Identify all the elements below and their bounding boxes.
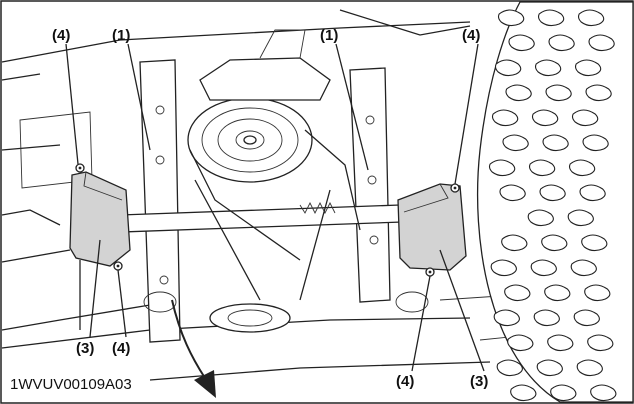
rear-tire — [476, 1, 634, 403]
tire-tread-lug — [497, 9, 525, 27]
leader-lines — [65, 43, 485, 372]
tire-tread-lug — [533, 309, 560, 327]
tire-tread-lug — [504, 284, 531, 302]
lower-pulley — [209, 303, 291, 333]
link-rod-right — [299, 189, 331, 301]
tire-tread-lug — [534, 59, 562, 77]
tire-tread-lug — [581, 234, 608, 252]
callout-left-bottom-3: (3) — [76, 340, 94, 357]
tire-tread-lug — [493, 309, 520, 327]
image-code: 1WVUV00109A03 — [10, 376, 132, 393]
tire-tread-lug — [510, 384, 537, 402]
callout-right-bottom-3: (3) — [470, 373, 488, 390]
tire-tread-lug — [584, 284, 611, 302]
tire-tread-lug — [542, 134, 569, 152]
frame-rail-right — [349, 67, 391, 303]
tire-tread-lug — [539, 184, 566, 202]
tire-tread-lug — [537, 9, 565, 27]
callout-right-top-1: (1) — [320, 27, 338, 44]
tire-tread-lug — [528, 159, 556, 177]
tire-tread-lug — [573, 309, 600, 327]
tire-tread-lug — [536, 359, 563, 377]
bolt-right-top — [450, 183, 460, 193]
tire-tread-lug — [530, 259, 557, 277]
tire-tread-lug — [576, 359, 603, 377]
tire-tread-lug — [567, 209, 594, 227]
tire-tread-lug — [550, 384, 577, 402]
callout-right-bottom-4: (4) — [396, 373, 414, 390]
tire-tread-lug — [574, 59, 602, 77]
tire-tread-lug — [507, 334, 534, 352]
callout-right-top-4: (4) — [462, 27, 480, 44]
tension-spring — [299, 201, 336, 215]
tire-tread-lug — [570, 259, 597, 277]
tire-tread-lug — [531, 109, 559, 127]
drive-pulley — [187, 97, 361, 261]
direction-arrow — [171, 299, 216, 398]
bolt-right-bottom — [425, 267, 435, 277]
engine-housing — [199, 57, 331, 101]
tire-tread-lug — [585, 84, 612, 102]
tire-tread-lug — [587, 334, 614, 352]
tire-tread-lug — [579, 184, 606, 202]
tire-tread-lug — [547, 334, 574, 352]
tire-tread-lug — [571, 109, 599, 127]
tire-tread-lug — [527, 209, 554, 227]
tire-tread-lug — [502, 134, 529, 152]
tire-tread-lug — [491, 109, 519, 127]
tire-tread-lug — [568, 159, 596, 177]
tire-tread-lug — [499, 184, 526, 202]
tire-tread-lug — [488, 159, 516, 177]
tire-tread-lug — [505, 84, 532, 102]
callout-left-top-1: (1) — [112, 27, 130, 44]
tire-tread-lug — [544, 284, 571, 302]
bolt-left-bottom — [113, 261, 123, 271]
callout-left-top-4: (4) — [52, 27, 70, 44]
tire-tread-lug — [577, 9, 605, 27]
link-rod-left — [194, 179, 261, 301]
side-cover-left — [69, 171, 131, 267]
tire-tread-lug — [590, 384, 617, 402]
tire-tread-lug — [582, 134, 609, 152]
tire-tread-lug — [545, 84, 572, 102]
tire-tread-lug — [496, 359, 523, 377]
tire-tread-lug — [508, 34, 535, 52]
right-hub — [395, 291, 429, 313]
callout-left-bottom-4: (4) — [112, 340, 130, 357]
tire-tread-lug — [501, 234, 528, 252]
side-cover-right — [397, 183, 467, 271]
tire-tread-lug — [548, 34, 575, 52]
tire-tread-lug — [541, 234, 568, 252]
bolt-left-top — [75, 163, 85, 173]
tire-tread-lug — [588, 34, 615, 52]
tire-tread-lug — [494, 59, 522, 77]
tire-tread-lug — [490, 259, 517, 277]
left-hub — [143, 291, 177, 313]
